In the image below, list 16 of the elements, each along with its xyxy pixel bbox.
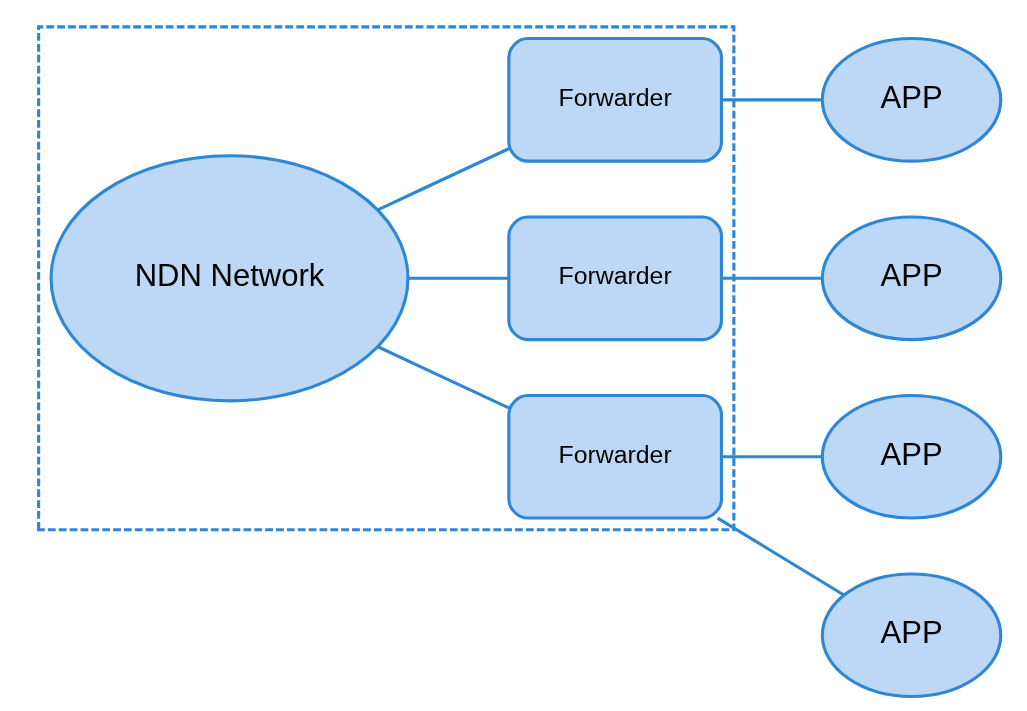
node-box: Forwarder	[507, 215, 723, 342]
connector	[721, 276, 823, 280]
connector	[377, 147, 510, 212]
node-ellipse: APP	[820, 37, 1003, 163]
node-ellipse: APP	[820, 393, 1003, 520]
cluster	[37, 25, 736, 532]
node-ellipse: APP	[820, 215, 1003, 342]
connector	[716, 516, 845, 597]
connector	[377, 345, 510, 410]
connector	[721, 455, 823, 459]
node-box: Forwarder	[507, 393, 723, 520]
connector	[408, 276, 509, 280]
node-ellipse: NDN Network	[49, 154, 410, 403]
node-ellipse: APP	[820, 572, 1003, 699]
connector	[721, 98, 823, 102]
node-box: Forwarder	[507, 37, 723, 163]
